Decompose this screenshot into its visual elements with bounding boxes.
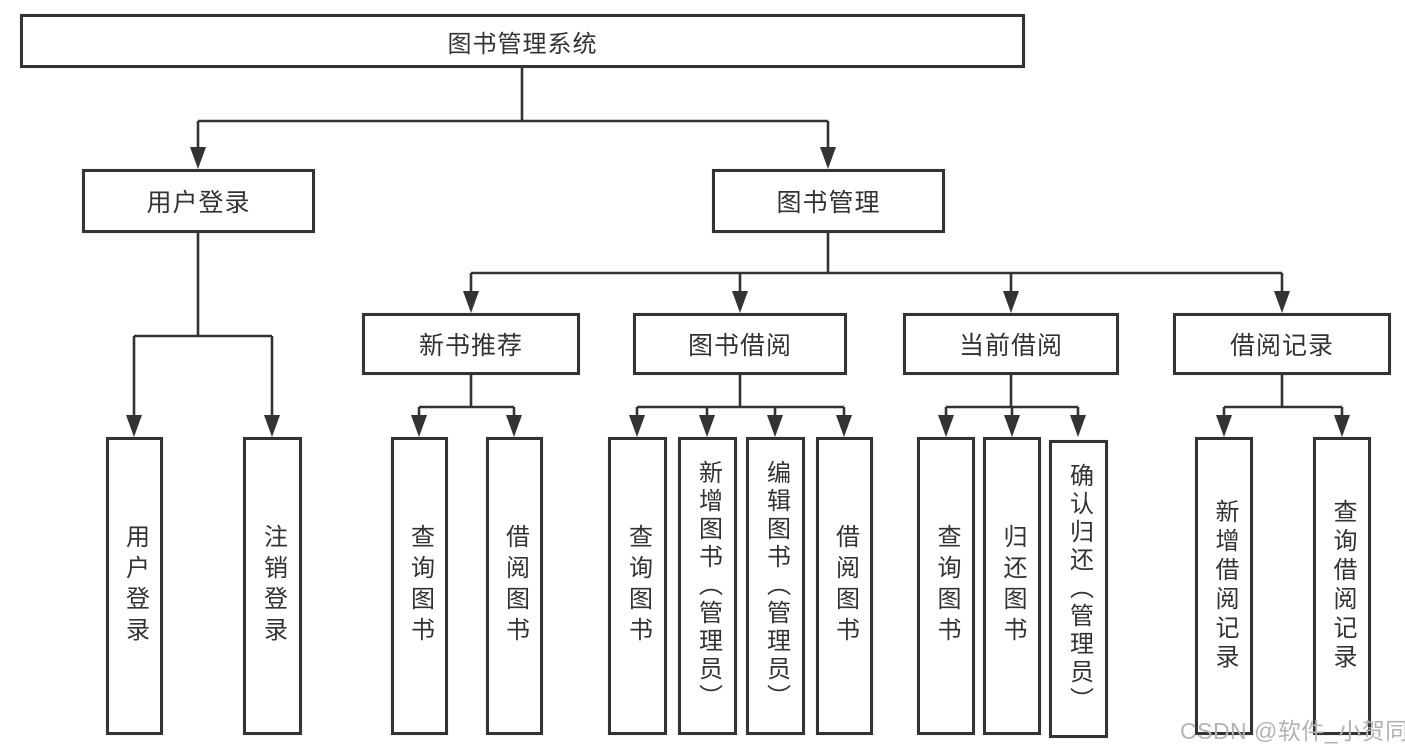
leaf-label: 借阅图书 [831, 524, 859, 648]
leaf-label: 借阅图书 [501, 524, 529, 648]
node-new-book-recommend: 新书推荐 [362, 313, 580, 375]
leaf-label: 编辑图书（管理员） [762, 460, 790, 712]
leaf-query-books-1: 查询图书 [391, 437, 448, 735]
node-current-borrowing: 当前借阅 [903, 313, 1119, 375]
leaf-label: 注销登录 [259, 524, 287, 648]
leaf-return-books: 归还图书 [983, 437, 1041, 735]
node-book-management: 图书管理 [712, 169, 945, 233]
leaf-label: 新增图书（管理员） [694, 460, 722, 712]
leaf-query-books-2: 查询图书 [608, 437, 667, 735]
leaf-query-borrow-record: 查询借阅记录 [1313, 437, 1371, 735]
leaf-logout: 注销登录 [243, 437, 302, 735]
csdn-watermark: CSDN @软件_小贺同学 [1180, 718, 1405, 744]
leaf-label: 用户登录 [121, 524, 149, 648]
leaf-query-books-3: 查询图书 [917, 437, 975, 735]
leaf-label: 新增借阅记录 [1211, 499, 1238, 673]
arrowheads [126, 147, 1350, 437]
leaf-borrow-books-2: 借阅图书 [816, 437, 873, 735]
leaf-add-books-admin: 新增图书（管理员） [678, 437, 737, 735]
leaf-edit-books-admin: 编辑图书（管理员） [746, 437, 805, 735]
node-borrowing-records: 借阅记录 [1173, 313, 1391, 375]
leaf-label: 归还图书 [999, 524, 1026, 648]
node-user-login: 用户登录 [82, 169, 315, 233]
node-book-borrowing: 图书借阅 [633, 313, 847, 375]
leaf-label: 查询借阅记录 [1329, 499, 1356, 673]
leaf-borrow-books-1: 借阅图书 [486, 437, 543, 735]
leaf-label: 查询图书 [933, 524, 960, 648]
leaf-label: 确认归还（管理员） [1065, 463, 1093, 715]
node-root-library-system: 图书管理系统 [20, 14, 1025, 68]
leaf-label: 查询图书 [624, 524, 652, 648]
leaf-add-borrow-record: 新增借阅记录 [1195, 437, 1253, 735]
leaf-confirm-return-admin: 确认归还（管理员） [1049, 440, 1108, 738]
leaf-user-login: 用户登录 [106, 437, 163, 735]
leaf-label: 查询图书 [406, 524, 434, 648]
